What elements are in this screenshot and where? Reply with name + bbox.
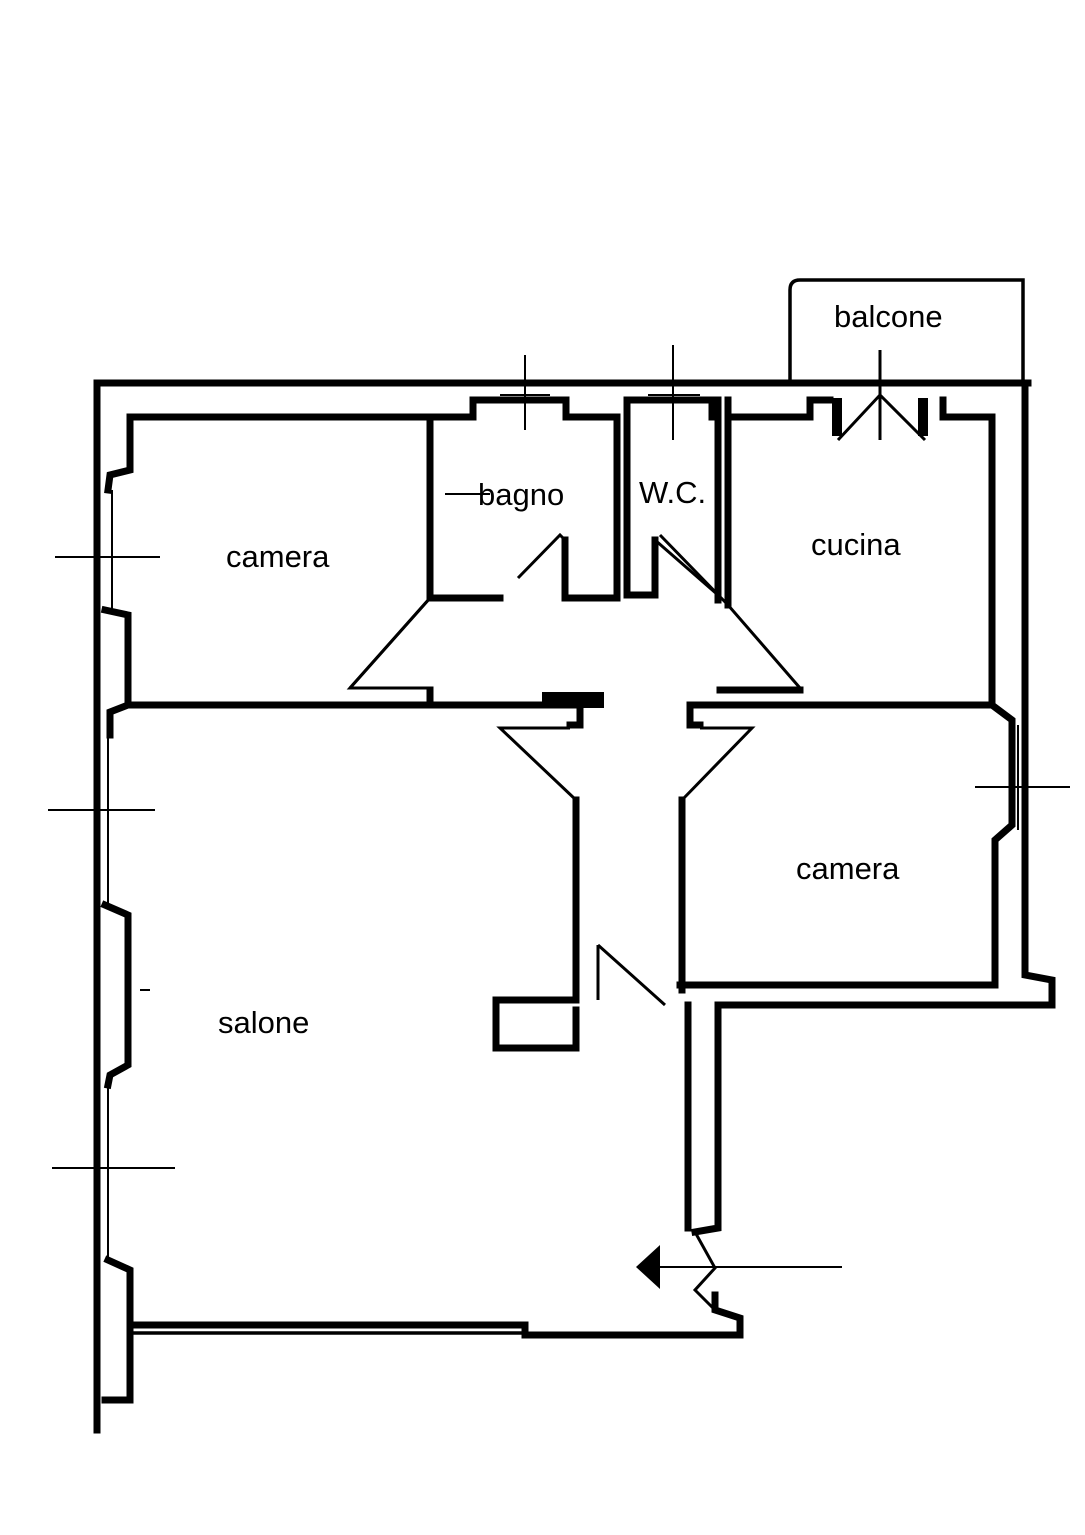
label-wc: W.C. bbox=[639, 475, 706, 510]
cucina-door bbox=[658, 533, 804, 690]
balcony-door-frame-right bbox=[918, 398, 928, 436]
window-camera-east bbox=[975, 725, 1070, 830]
doors bbox=[346, 532, 804, 1312]
window-bagno bbox=[500, 355, 550, 430]
label-camera-east: camera bbox=[796, 851, 900, 886]
east-wall-inner-lower bbox=[987, 700, 1016, 989]
balcony-door bbox=[836, 350, 927, 442]
hall-stub-left bbox=[542, 692, 604, 708]
label-salone: salone bbox=[218, 1005, 309, 1040]
camera-east-door bbox=[680, 726, 756, 802]
windows bbox=[48, 345, 1070, 1260]
window-camera-nw bbox=[55, 490, 160, 610]
hall-stub-right bbox=[686, 701, 704, 729]
pillar-block bbox=[492, 996, 580, 1052]
window-wc bbox=[648, 345, 700, 440]
label-camera-nw: camera bbox=[226, 539, 330, 574]
bagno-wc-partition bbox=[561, 413, 621, 602]
window-salone-upper bbox=[48, 735, 155, 905]
hall-stub-left-down bbox=[566, 701, 584, 729]
east-wall-inner-upper bbox=[939, 396, 996, 709]
label-balcone: balcone bbox=[834, 299, 943, 334]
west-wall-jog-1 bbox=[100, 605, 132, 739]
window-salone-mid bbox=[107, 989, 150, 1260]
entrance-door bbox=[692, 1231, 717, 1312]
wc-door bbox=[654, 538, 719, 597]
camera-nw-door-leaf bbox=[348, 597, 432, 689]
entrance-marker bbox=[636, 1245, 842, 1289]
bagno-door bbox=[516, 532, 567, 580]
balcony-outline bbox=[788, 278, 1025, 382]
entrance-corridor-outer-wall bbox=[690, 1001, 722, 1237]
cucina-north-wall bbox=[724, 396, 834, 421]
room-labels: balcone bagno W.C. cucina camera camera … bbox=[218, 299, 943, 1040]
wc-south-stub bbox=[623, 536, 659, 599]
label-bagno: bagno bbox=[478, 477, 564, 512]
entrance-arrow-head bbox=[636, 1245, 660, 1289]
balcony-door-frame-left bbox=[832, 398, 842, 436]
west-wall-jog-2 bbox=[100, 900, 132, 1090]
label-cucina: cucina bbox=[811, 527, 901, 562]
south-wall bbox=[128, 1291, 744, 1339]
bagno-north-wall bbox=[426, 396, 621, 421]
north-inner-wall bbox=[104, 413, 134, 494]
camera-nw-door bbox=[346, 596, 500, 690]
west-wall-jog-3 bbox=[101, 1255, 134, 1404]
salone-door bbox=[496, 726, 578, 802]
east-outer-wall bbox=[1021, 379, 1056, 1009]
wc-north-wall bbox=[623, 396, 716, 421]
balcony bbox=[788, 278, 1025, 442]
corridor-door bbox=[596, 943, 667, 1007]
